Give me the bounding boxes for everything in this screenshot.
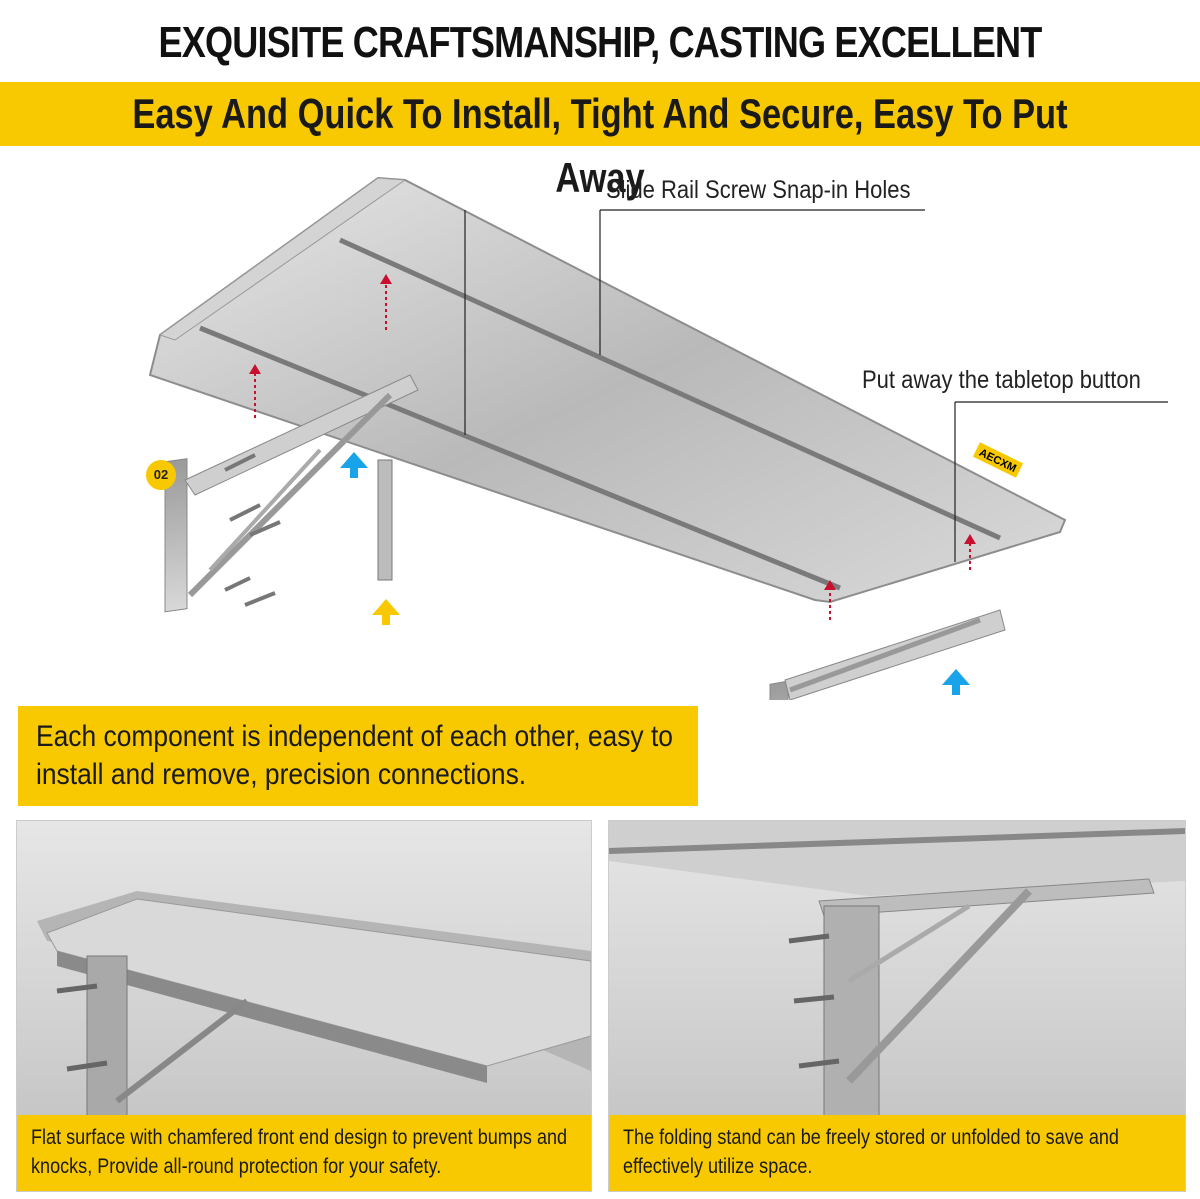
panel-caption-box: Flat surface with chamfered front end de… bbox=[17, 1115, 591, 1191]
panel-caption-box: The folding stand can be freely stored o… bbox=[609, 1115, 1185, 1191]
callout-tabletop-button: Put away the tabletop button bbox=[862, 366, 1141, 394]
panel-flat-surface: Flat surface with chamfered front end de… bbox=[16, 820, 592, 1192]
arrow-blue-1 bbox=[340, 452, 368, 478]
right-folding-bracket bbox=[769, 609, 1006, 700]
slide-rail-bottom bbox=[199, 325, 841, 591]
feature-box: Each component is independent of each ot… bbox=[18, 706, 698, 806]
arrow-red-3 bbox=[824, 580, 836, 620]
folding-stand-illustration bbox=[609, 821, 1185, 1121]
arrow-red-1 bbox=[380, 274, 392, 330]
panel-folding-stand: The folding stand can be freely stored o… bbox=[608, 820, 1186, 1192]
page-title: EXQUISITE CRAFTSMANSHIP, CASTING EXCELLE… bbox=[158, 18, 1042, 137]
callout-rail-holes: Slide Rail Screw Snap-in Holes bbox=[606, 176, 911, 204]
feature-text: Each component is independent of each ot… bbox=[36, 720, 673, 791]
subtitle-text: Easy And Quick To Install, Tight And Sec… bbox=[132, 90, 1068, 201]
panel-caption: Flat surface with chamfered front end de… bbox=[31, 1126, 568, 1178]
left-folding-bracket bbox=[164, 374, 419, 613]
brand-tag-plate bbox=[972, 442, 1024, 478]
slide-rail-top bbox=[338, 237, 1002, 541]
arrow-blue-2 bbox=[942, 669, 970, 695]
driver-bit bbox=[377, 459, 393, 581]
flat-surface-illustration bbox=[37, 891, 591, 1121]
subtitle-banner: Easy And Quick To Install, Tight And Sec… bbox=[0, 82, 1200, 201]
panel-caption: The folding stand can be freely stored o… bbox=[623, 1126, 1119, 1178]
exploded-table-diagram: AECXM bbox=[148, 176, 1168, 700]
step-badge: 02 bbox=[146, 460, 176, 490]
arrow-yellow-1 bbox=[372, 599, 400, 625]
arrow-red-2 bbox=[249, 364, 261, 418]
arrow-red-4 bbox=[964, 534, 976, 570]
